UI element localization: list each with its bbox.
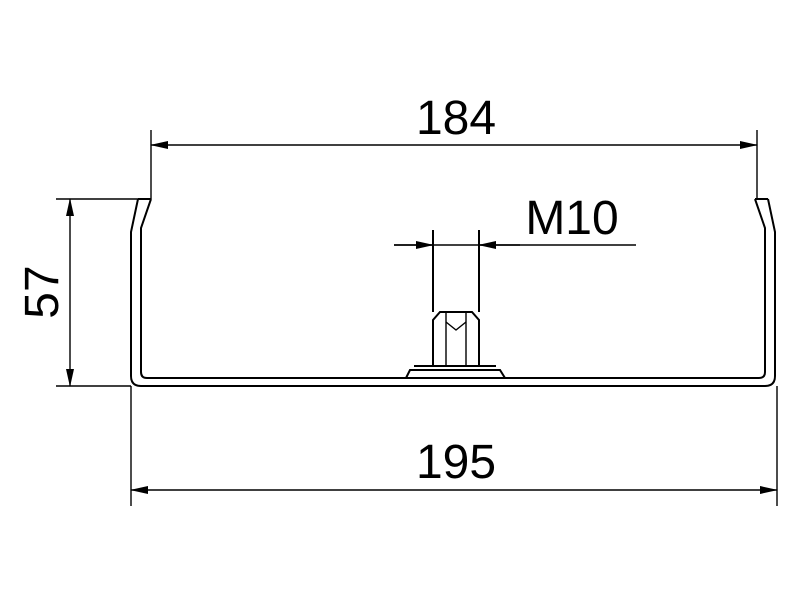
nut-body xyxy=(432,311,480,366)
dimension-label-195: 195 xyxy=(416,436,496,489)
nut-chamfer xyxy=(445,321,467,331)
dimension-184: 184 xyxy=(150,92,758,199)
stud xyxy=(432,230,480,312)
dimension-label-m10: M10 xyxy=(525,192,618,245)
washer xyxy=(404,369,507,379)
dimension-57: 57 xyxy=(16,198,138,387)
dimension-195: 195 xyxy=(130,386,778,506)
tray-inner-contour xyxy=(140,198,766,379)
dimension-label-184: 184 xyxy=(416,92,496,145)
dimension-label-57: 57 xyxy=(16,265,69,318)
dimension-m10: M10 xyxy=(394,192,636,249)
tray-profile xyxy=(130,198,776,387)
tray-outer-contour xyxy=(130,198,776,387)
bolt-assembly xyxy=(404,230,507,379)
